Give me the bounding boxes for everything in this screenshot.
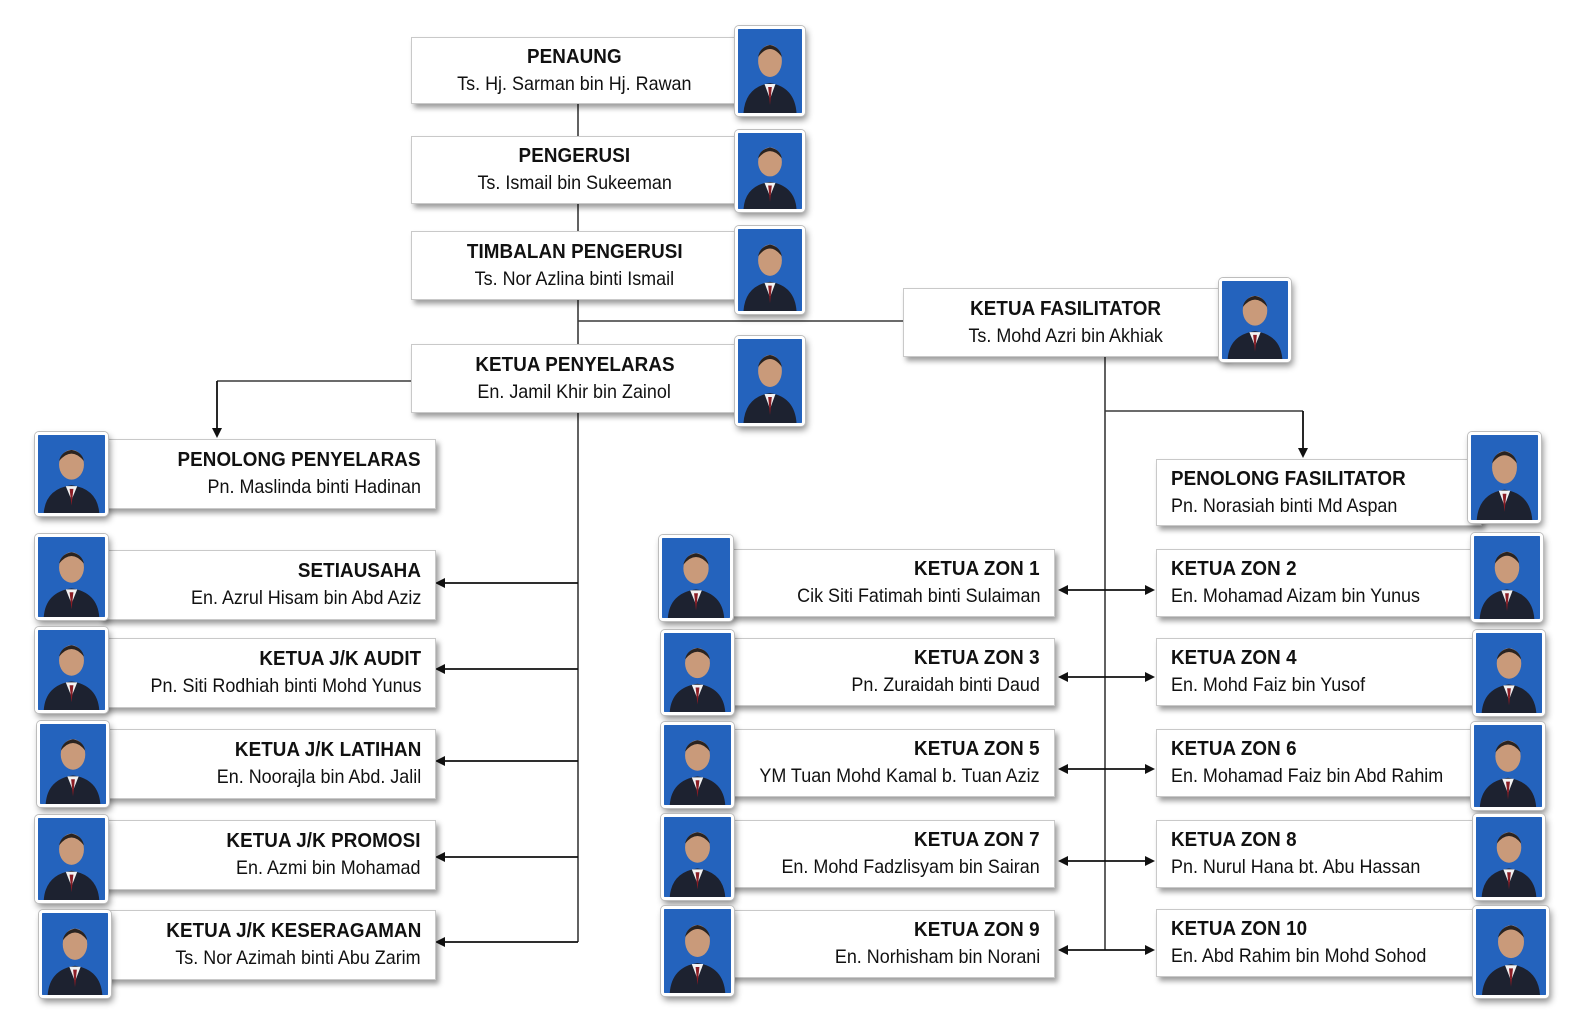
person-portrait-icon xyxy=(735,130,805,212)
name-label: Pn. Zuraidah binti Daud xyxy=(851,674,1040,696)
person-portrait-icon xyxy=(1468,432,1541,523)
name-label: En. Jamil Khir bin Zainol xyxy=(477,380,672,403)
node-ketua-zon-10: KETUA ZON 10 En. Abd Rahim bin Mohd Soho… xyxy=(1156,909,1482,977)
person-portrait-icon xyxy=(35,627,108,713)
role-label: PENOLONG FASILITATOR xyxy=(1171,467,1406,490)
name-label: Ts. Nor Azlina binti Ismail xyxy=(474,267,675,290)
role-label: PENAUNG xyxy=(527,45,622,68)
role-label: KETUA J/K KESERAGAMAN xyxy=(165,920,421,942)
role-label: SETIAUSAHA xyxy=(297,560,421,582)
name-label: En. Norhisham bin Norani xyxy=(834,946,1040,968)
person-portrait-icon xyxy=(1473,814,1545,900)
name-label: Pn. Nurul Hana bt. Abu Hassan xyxy=(1171,856,1421,878)
name-label: En. Abd Rahim bin Mohd Sohod xyxy=(1171,945,1427,967)
node-ketua-fasilitator: KETUA FASILITATOR Ts. Mohd Azri bin Akhi… xyxy=(903,288,1228,357)
role-label: PENGERUSI xyxy=(518,145,631,167)
node-penolong-penyelaras: PENOLONG PENYELARAS Pn. Maslinda binti H… xyxy=(100,439,436,509)
person-portrait-icon xyxy=(661,630,734,715)
name-label: En. Mohamad Faiz bin Abd Rahim xyxy=(1171,765,1444,787)
role-label: KETUA PENYELARAS xyxy=(474,353,675,376)
person-portrait-icon xyxy=(735,226,805,314)
node-ketua-zon-7: KETUA ZON 7 En. Mohd Fadzlisyam bin Sair… xyxy=(728,820,1055,888)
role-label: KETUA ZON 1 xyxy=(914,558,1040,580)
role-label: KETUA ZON 5 xyxy=(914,738,1040,760)
name-label: YM Tuan Mohd Kamal b. Tuan Aziz xyxy=(759,765,1040,787)
name-label: Ts. Mohd Azri bin Akhiak xyxy=(968,324,1163,347)
role-label: KETUA J/K LATIHAN xyxy=(234,739,421,761)
node-penaung: PENAUNG Ts. Hj. Sarman bin Hj. Rawan xyxy=(411,37,738,104)
person-portrait-icon xyxy=(1471,722,1545,810)
role-label: PENOLONG PENYELARAS xyxy=(177,449,421,471)
role-label: KETUA ZON 7 xyxy=(914,829,1040,851)
role-label: KETUA ZON 2 xyxy=(1171,558,1297,580)
node-ketua-jk-audit: KETUA J/K AUDIT Pn. Siti Rodhiah binti M… xyxy=(100,638,436,708)
role-label: TIMBALAN PENGERUSI xyxy=(466,240,683,263)
node-setiausaha: SETIAUSAHA En. Azrul Hisam bin Abd Aziz xyxy=(100,550,436,620)
person-portrait-icon xyxy=(35,534,108,620)
name-label: Cik Siti Fatimah binti Sulaiman xyxy=(796,585,1040,607)
name-label: En. Azmi bin Mohamad xyxy=(236,857,421,879)
role-label: KETUA ZON 10 xyxy=(1171,918,1308,940)
role-label: KETUA ZON 6 xyxy=(1171,738,1297,760)
person-portrait-icon xyxy=(1473,906,1549,998)
node-ketua-zon-3: KETUA ZON 3 Pn. Zuraidah binti Daud xyxy=(728,638,1055,706)
person-portrait-icon xyxy=(37,721,109,807)
name-label: En. Mohd Fadzlisyam bin Sairan xyxy=(781,856,1040,878)
role-label: KETUA ZON 8 xyxy=(1171,829,1297,851)
node-ketua-zon-8: KETUA ZON 8 Pn. Nurul Hana bt. Abu Hassa… xyxy=(1156,820,1482,888)
name-label: Pn. Norasiah binti Md Aspan xyxy=(1171,494,1398,517)
person-portrait-icon xyxy=(735,26,805,116)
person-portrait-icon xyxy=(661,722,734,808)
node-ketua-zon-6: KETUA ZON 6 En. Mohamad Faiz bin Abd Rah… xyxy=(1156,729,1482,797)
role-label: KETUA ZON 4 xyxy=(1171,647,1297,669)
name-label: Pn. Maslinda binti Hadinan xyxy=(207,476,421,498)
node-penolong-fasilitator: PENOLONG FASILITATOR Pn. Norasiah binti … xyxy=(1156,459,1482,526)
person-portrait-icon xyxy=(1473,630,1545,716)
node-timbalan-pengerusi: TIMBALAN PENGERUSI Ts. Nor Azlina binti … xyxy=(411,231,738,300)
node-ketua-zon-4: KETUA ZON 4 En. Mohd Faiz bin Yusof xyxy=(1156,638,1482,706)
person-portrait-icon xyxy=(661,906,734,996)
name-label: En. Mohamad Aizam bin Yunus xyxy=(1171,585,1420,607)
name-label: Ts. Hj. Sarman bin Hj. Rawan xyxy=(457,72,692,95)
person-portrait-icon xyxy=(1219,278,1291,362)
node-pengerusi: PENGERUSI Ts. Ismail bin Sukeeman xyxy=(411,136,738,204)
person-portrait-icon xyxy=(659,535,733,621)
person-portrait-icon xyxy=(35,815,108,903)
node-ketua-jk-keseragaman: KETUA J/K KESERAGAMAN Ts. Nor Azimah bin… xyxy=(100,910,436,980)
role-label: KETUA ZON 3 xyxy=(914,647,1040,669)
node-ketua-zon-1: KETUA ZON 1 Cik Siti Fatimah binti Sulai… xyxy=(728,549,1055,617)
person-portrait-icon xyxy=(661,814,734,900)
role-label: KETUA FASILITATOR xyxy=(970,297,1161,320)
node-ketua-zon-2: KETUA ZON 2 En. Mohamad Aizam bin Yunus xyxy=(1156,549,1482,617)
name-label: En. Mohd Faiz bin Yusof xyxy=(1171,674,1366,696)
person-portrait-icon xyxy=(1471,533,1543,622)
name-label: Ts. Ismail bin Sukeeman xyxy=(477,172,672,194)
name-label: En. Noorajla bin Abd. Jalil xyxy=(216,766,421,788)
role-label: KETUA J/K AUDIT xyxy=(259,648,421,670)
node-ketua-penyelaras: KETUA PENYELARAS En. Jamil Khir bin Zain… xyxy=(411,344,738,413)
role-label: KETUA ZON 9 xyxy=(914,919,1040,941)
node-ketua-jk-promosi: KETUA J/K PROMOSI En. Azmi bin Mohamad xyxy=(100,820,436,890)
person-portrait-icon xyxy=(39,910,111,998)
node-ketua-zon-9: KETUA ZON 9 En. Norhisham bin Norani xyxy=(728,910,1055,978)
person-portrait-icon xyxy=(735,336,805,426)
node-ketua-jk-latihan: KETUA J/K LATIHAN En. Noorajla bin Abd. … xyxy=(100,729,436,799)
name-label: En. Azrul Hisam bin Abd Aziz xyxy=(190,587,421,609)
name-label: Ts. Nor Azimah binti Abu Zarim xyxy=(175,947,421,969)
person-portrait-icon xyxy=(35,432,108,516)
node-ketua-zon-5: KETUA ZON 5 YM Tuan Mohd Kamal b. Tuan A… xyxy=(728,729,1055,797)
name-label: Pn. Siti Rodhiah binti Mohd Yunus xyxy=(150,675,421,697)
role-label: KETUA J/K PROMOSI xyxy=(226,830,421,852)
